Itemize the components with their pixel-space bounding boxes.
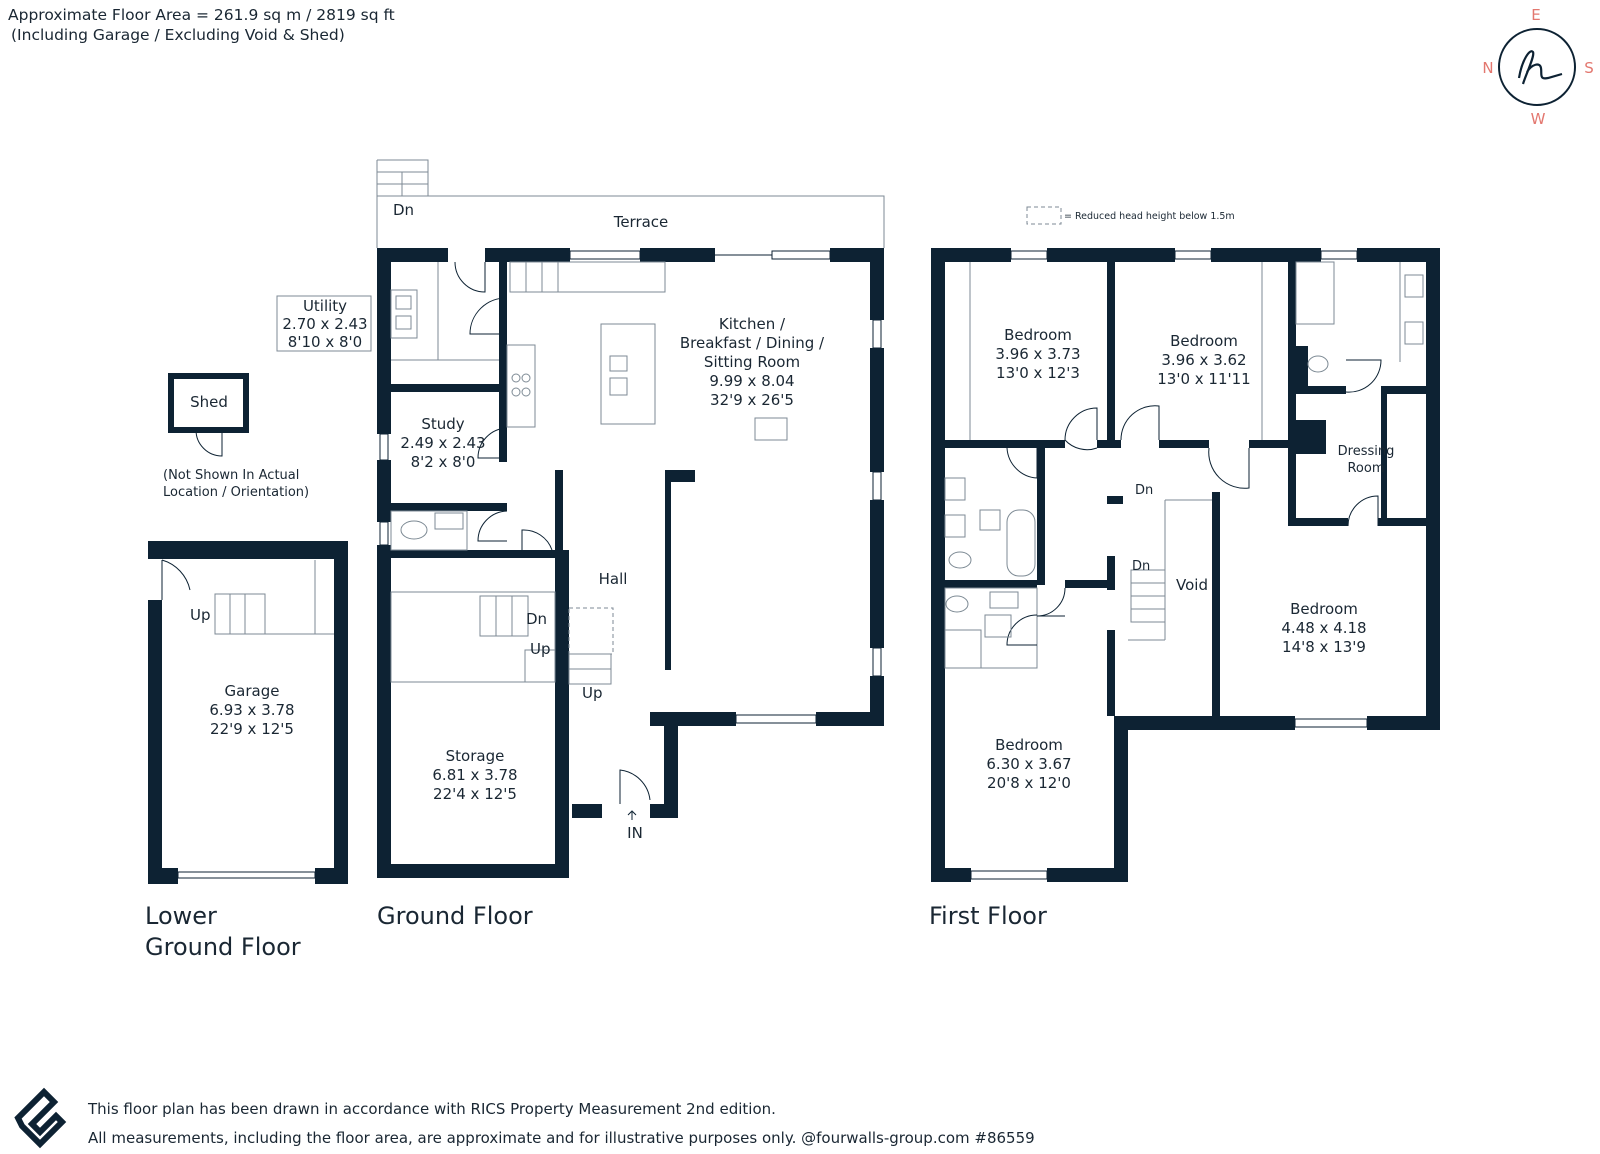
- reduced-height-legend-swatch: [1026, 206, 1062, 225]
- lower-ground-floor-label-line2: Ground Floor: [145, 933, 301, 961]
- bedroom3-name: Bedroom: [1290, 600, 1358, 618]
- first-floor-label: First Floor: [929, 902, 1047, 930]
- terrace-label: Terrace: [613, 213, 669, 231]
- dressing-room-line1: Dressing: [1338, 444, 1395, 459]
- bedroom1-imperial: 13'0 x 12'3: [996, 364, 1080, 382]
- study-metric: 2.49 x 2.43: [400, 434, 485, 452]
- hall-stairs-up-label: Up: [582, 684, 603, 702]
- fourwalls-logo-icon: [14, 1087, 67, 1149]
- void-stairs-dn-label: Dn: [1132, 559, 1150, 574]
- first-floor-walls: [931, 248, 1440, 882]
- garage-metric: 6.93 x 3.78: [209, 701, 294, 719]
- bedroom4-name: Bedroom: [995, 736, 1063, 754]
- bedroom1-metric: 3.96 x 3.73: [995, 345, 1080, 363]
- storage-name: Storage: [446, 747, 505, 765]
- terrace-stairs-dn-label: Dn: [393, 201, 414, 219]
- lower-ground-floor-label-line1: Lower: [145, 902, 217, 930]
- shed-walls: [168, 373, 249, 457]
- shed-name: Shed: [190, 393, 228, 411]
- study-imperial: 8'2 x 8'0: [411, 453, 476, 471]
- utility-name: Utility: [303, 297, 347, 315]
- kitchen-line2: Breakfast / Dining /: [680, 334, 825, 352]
- hall-label: Hall: [599, 570, 628, 588]
- bedroom3-metric: 4.48 x 4.18: [1281, 619, 1366, 637]
- bedroom2-name: Bedroom: [1170, 332, 1238, 350]
- utility-imperial: 8'10 x 8'0: [288, 333, 362, 351]
- utility-label-box: [276, 295, 372, 352]
- compass-w-label: W: [1531, 110, 1546, 128]
- kitchen-line1: Kitchen /: [719, 315, 786, 333]
- bedroom4-imperial: 20'8 x 12'0: [987, 774, 1071, 792]
- floor-area-text: Approximate Floor Area = 261.9 sq m / 28…: [8, 6, 395, 24]
- garage-imperial: 22'9 x 12'5: [210, 720, 294, 738]
- garage-name: Garage: [225, 682, 280, 700]
- compass-e-label: E: [1531, 6, 1540, 24]
- storage-stairs-dn-label: Dn: [526, 610, 547, 628]
- storage-imperial: 22'4 x 12'5: [433, 785, 517, 803]
- bedroom2-metric: 3.96 x 3.62: [1161, 351, 1246, 369]
- storage-metric: 6.81 x 3.78: [432, 766, 517, 784]
- compass-rose: E N S W: [1482, 6, 1593, 128]
- reduced-height-legend-text: = Reduced head height below 1.5m: [1064, 211, 1235, 222]
- ground-floor-walls: [376, 159, 885, 878]
- void-label: Void: [1176, 576, 1208, 594]
- footer-rics-note: This floor plan has been drawn in accord…: [88, 1100, 776, 1118]
- kitchen-line3: Sitting Room: [704, 353, 800, 371]
- garage-stairs-up-label: Up: [190, 606, 211, 624]
- compass-n-label: N: [1482, 59, 1493, 77]
- compass-s-label: S: [1584, 59, 1594, 77]
- bedroom2-imperial: 13'0 x 11'11: [1157, 370, 1250, 388]
- bedroom4-metric: 6.30 x 3.67: [986, 755, 1071, 773]
- ground-floor-label: Ground Floor: [377, 902, 533, 930]
- floor-area-note: (Including Garage / Excluding Void & She…: [11, 26, 345, 44]
- study-name: Study: [421, 415, 464, 433]
- storage-stairs-up-label: Up: [530, 640, 551, 658]
- kitchen-imperial: 32'9 x 26'5: [710, 391, 794, 409]
- bedroom3-imperial: 14'8 x 13'9: [1282, 638, 1366, 656]
- kitchen-metric: 9.99 x 8.04: [709, 372, 794, 390]
- utility-metric: 2.70 x 2.43: [282, 315, 367, 333]
- landing-stairs-dn-label: Dn: [1135, 483, 1153, 498]
- shed-note-line1: (Not Shown In Actual: [163, 468, 299, 483]
- brand-logo-icon: [1517, 50, 1563, 85]
- entrance-label: IN: [627, 824, 643, 842]
- garage-walls: [148, 541, 348, 884]
- bedroom1-name: Bedroom: [1004, 326, 1072, 344]
- shed-note-line2: Location / Orientation): [163, 485, 309, 500]
- dressing-room-line2: Room: [1347, 461, 1384, 476]
- footer-disclaimer: All measurements, including the floor ar…: [88, 1129, 1035, 1147]
